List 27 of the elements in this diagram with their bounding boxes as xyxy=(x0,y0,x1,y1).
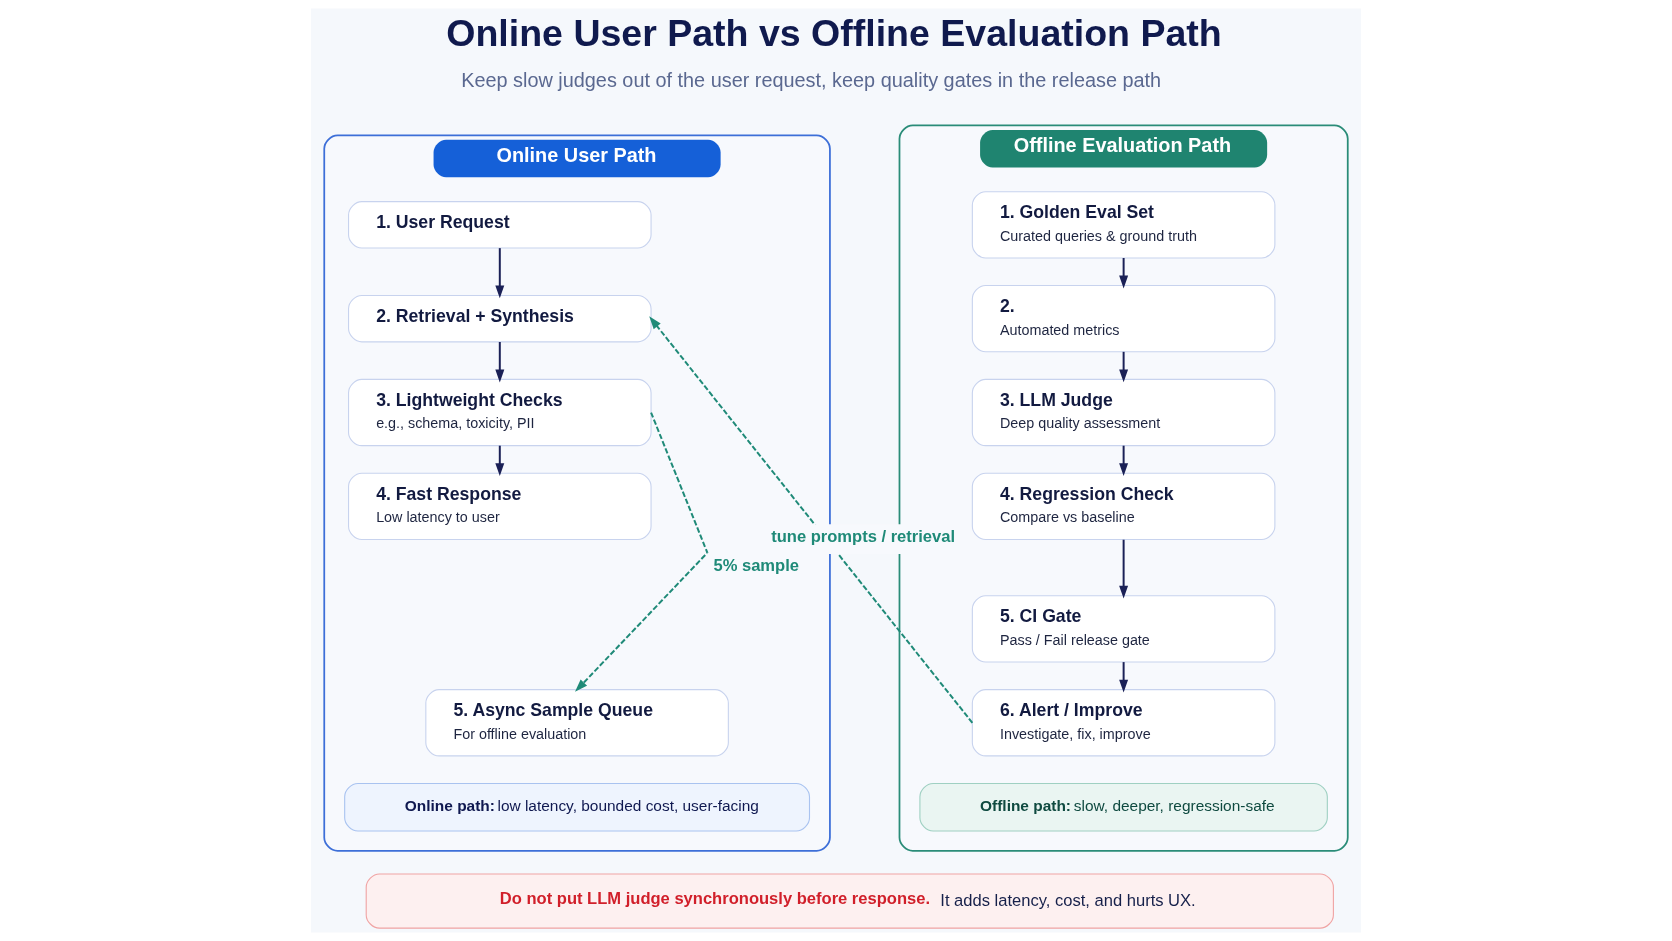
node-box: 3. LLM Judge Deep quality assessment xyxy=(971,378,1276,447)
node-box: 1. User Request xyxy=(348,201,652,249)
diagram-title: Online User Path vs Offline Evaluation Path xyxy=(446,12,1222,55)
node-box: 1. Golden Eval Set Curated queries & ground truth xyxy=(971,191,1276,259)
node-box: 2. Retrieval + Synthesis xyxy=(348,294,652,343)
node-box: 3. Lightweight Checks e.g., schema, toxicity, PII xyxy=(348,378,652,447)
node-box: 2. Automated metrics xyxy=(971,285,1276,353)
node-box: 5. CI Gate Pass / Fail release gate xyxy=(971,595,1276,663)
node-box: 4. Fast Response Low latency to user xyxy=(348,472,652,541)
node-box: Do not put LLM judge synchronously before response. It adds latency, cost, and hurts UX. xyxy=(365,873,1334,929)
label: Keep slow judges out of the user request, keep quality gates in the release path xyxy=(461,69,1162,92)
arrow xyxy=(1119,661,1129,693)
arrow xyxy=(649,316,974,724)
node-box: Online path: low latency, bounded cost, user-facing xyxy=(344,782,811,832)
arrow xyxy=(495,247,505,299)
arrow xyxy=(1119,538,1129,599)
arrow xyxy=(1119,257,1129,289)
node-box: Offline path: slow, deeper, regression-safe xyxy=(919,782,1328,832)
node-box: 5. Async Sample Queue For offline evaluation xyxy=(425,689,729,757)
arrow xyxy=(1119,350,1129,383)
arrow xyxy=(495,340,505,383)
arrow xyxy=(1119,444,1129,477)
edge-label: 5% sample xyxy=(713,555,799,575)
arrow xyxy=(495,444,505,477)
node-box: 6. Alert / Improve Investigate, fix, improve xyxy=(971,689,1276,757)
arrow xyxy=(575,411,709,692)
node-box: 4. Regression Check Compare vs baseline xyxy=(971,472,1276,541)
